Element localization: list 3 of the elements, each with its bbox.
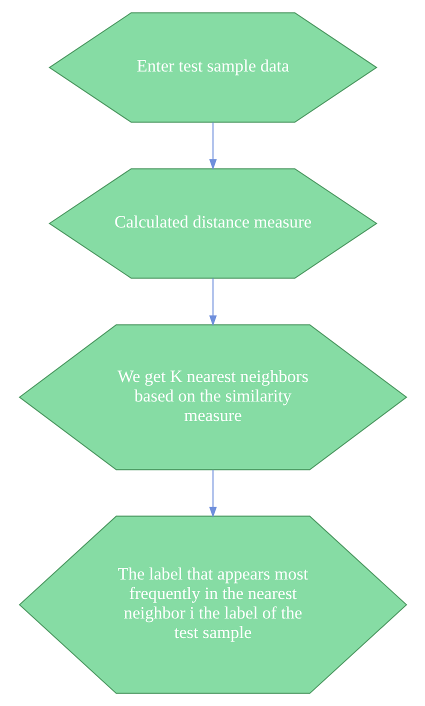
arrow <box>208 470 216 518</box>
arrow <box>208 122 216 170</box>
arrow <box>208 278 216 326</box>
